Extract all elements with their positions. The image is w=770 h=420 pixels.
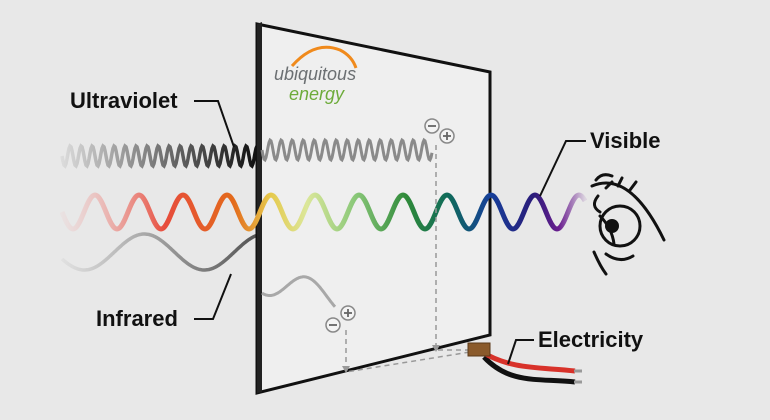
ultraviolet-label: Ultraviolet xyxy=(70,88,178,113)
logo-ubiquitous: ubiquitous xyxy=(274,64,356,84)
minus-icon xyxy=(424,118,440,134)
minus-icon xyxy=(325,317,341,333)
infrared-wave xyxy=(60,232,263,272)
plus-icon xyxy=(439,128,455,144)
infrared-wave-absorbed xyxy=(261,275,337,308)
visible-spectrum-wave xyxy=(59,192,588,232)
wire-black xyxy=(482,355,576,385)
ultraviolet-wave-absorbed xyxy=(260,137,434,163)
connector xyxy=(467,342,491,357)
wire-red xyxy=(480,349,576,374)
current-path-uv xyxy=(435,145,470,351)
logo-arc xyxy=(290,45,358,69)
electricity-label: Electricity xyxy=(538,327,644,352)
arrow-head-ir xyxy=(342,366,350,373)
logo-energy: energy xyxy=(289,84,345,104)
plus-icon xyxy=(340,305,356,321)
ultraviolet-leader xyxy=(194,100,235,148)
current-path-ir xyxy=(345,330,471,373)
arrow-head-uv xyxy=(432,345,440,352)
visible-label: Visible xyxy=(590,128,661,153)
infrared-leader xyxy=(194,273,232,320)
visible-leader xyxy=(539,140,586,197)
eye-icon xyxy=(590,173,666,276)
electricity-leader xyxy=(507,339,534,365)
infrared-label: Infrared xyxy=(96,306,178,331)
ultraviolet-wave xyxy=(60,143,264,169)
